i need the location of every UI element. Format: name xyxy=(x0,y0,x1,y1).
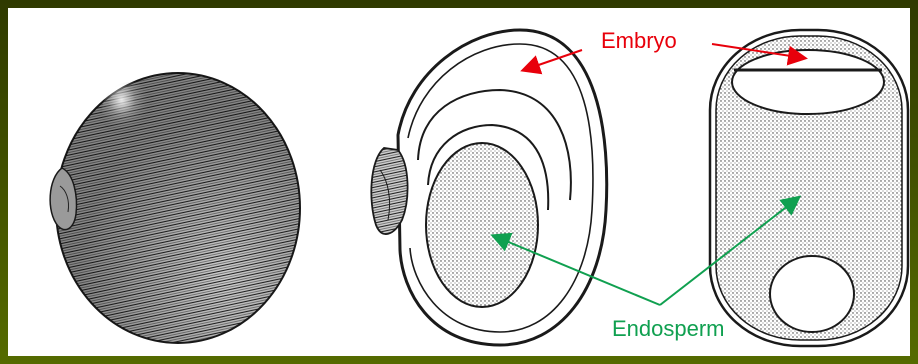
longitudinal-section xyxy=(371,30,606,345)
diagram-panel xyxy=(8,8,910,356)
cross-section xyxy=(710,30,908,346)
seed-diagram-art xyxy=(8,8,910,356)
embryo-label: Embryo xyxy=(601,29,677,53)
endosperm-label: Endosperm xyxy=(612,317,725,341)
whole-seed xyxy=(50,73,300,343)
